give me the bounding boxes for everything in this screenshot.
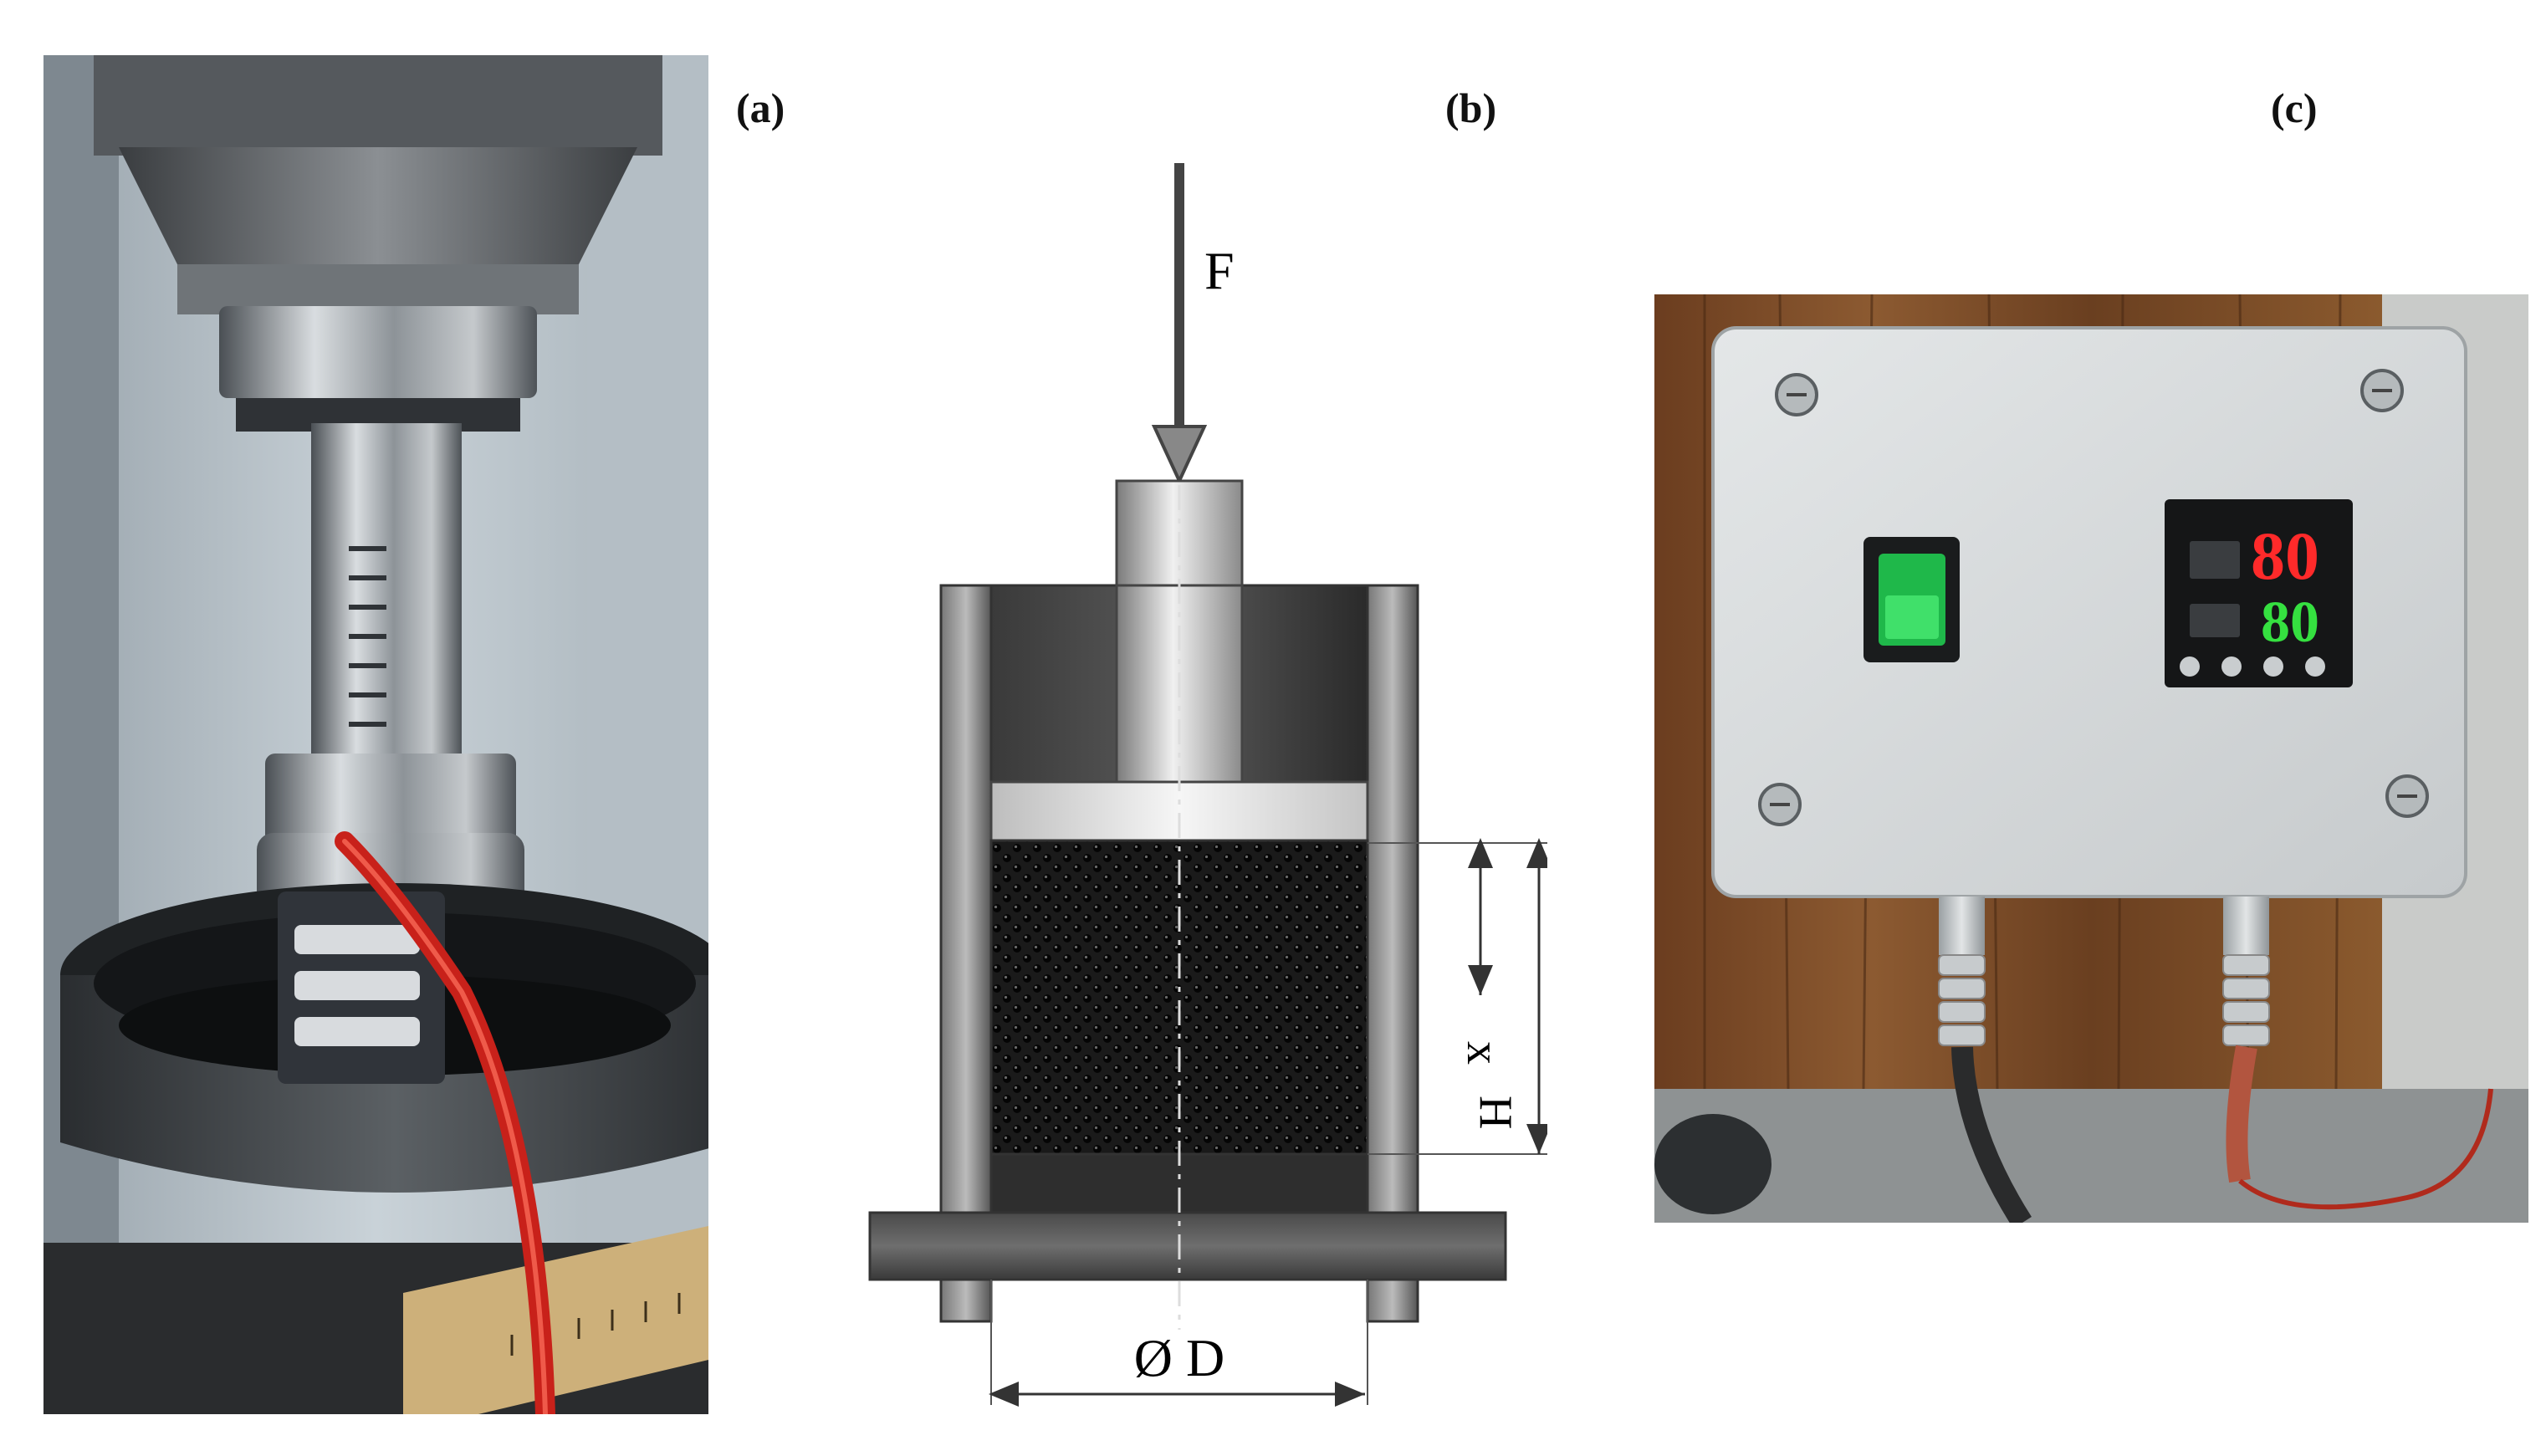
panel-a-label: (a) <box>736 84 785 131</box>
height-label: H <box>1470 1096 1521 1129</box>
panel-c-label: (c) <box>2271 84 2318 131</box>
cylinder-wall-left <box>939 584 993 1323</box>
display-bottom-value: 80 <box>2261 590 2319 655</box>
photo-test-machine <box>43 55 708 1414</box>
photo-controller-box: 80 80 <box>1654 294 2528 1223</box>
display-top-value: 80 <box>2251 518 2319 594</box>
controller-box <box>1711 326 2467 898</box>
x-label: x <box>1457 1041 1509 1065</box>
force-label: F <box>1204 241 1235 300</box>
schematic-diagram: F x H Ø D <box>868 163 1547 1407</box>
cylinder-wall-right <box>1366 584 1419 1323</box>
base-flange <box>868 1211 1507 1281</box>
panel-b-label: (b) <box>1445 84 1497 131</box>
diameter-label: Ø D <box>1134 1328 1224 1387</box>
